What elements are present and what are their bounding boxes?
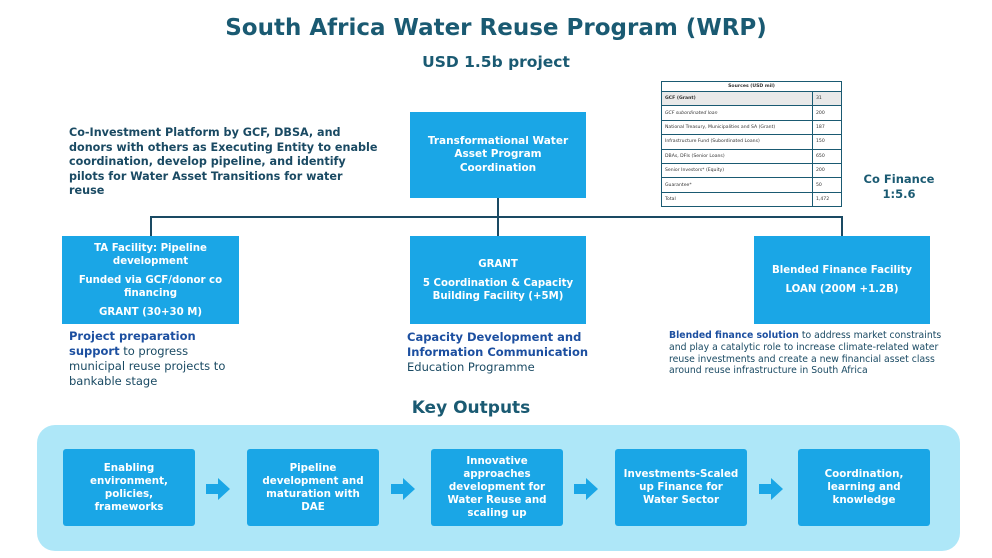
table-cell-value: 200 — [812, 105, 842, 121]
sources-table-header: Sources (USD mil) — [661, 81, 842, 92]
grant-facility-description: 5 Coordination & Capacity Building Facil… — [422, 277, 574, 302]
table-cell-label: Infrastructure Fund (Subordinated Loans) — [661, 134, 813, 150]
table-cell-label: Senior Investors* (Equity) — [661, 162, 813, 179]
blended-finance-caption: Blended finance solution to address mark… — [669, 330, 949, 377]
connector-horizontal — [150, 216, 842, 218]
ta-facility-grant: GRANT (30+30 M) — [99, 306, 202, 318]
arrow-right-icon — [206, 478, 230, 500]
output-label: Innovative approaches development for Wa… — [447, 455, 547, 519]
platform-description: Co-Investment Platform by GCF, DBSA, and… — [69, 126, 378, 197]
table-cell-label: Total — [661, 191, 813, 208]
table-cell-value: 31 — [812, 90, 842, 107]
ta-facility-caption: Project preparation support to progress … — [69, 329, 239, 389]
co-finance-ratio: Co Finance 1:5.6 — [858, 172, 940, 202]
blended-finance-loan: LOAN (200M +1.2B) — [785, 284, 899, 295]
co-finance-label: Co Finance — [863, 172, 935, 186]
ta-facility-funding: Funded via GCF/donor co financing — [78, 274, 223, 299]
page-subtitle: USD 1.5b project — [422, 53, 570, 71]
ta-facility-title: TA Facility: Pipeline development — [94, 242, 207, 267]
output-box-innovative: Innovative approaches development for Wa… — [431, 449, 563, 526]
ta-caption-rest: to progress municipal reuse projects to … — [69, 344, 226, 388]
table-row: Infrastructure Fund (Subordinated Loans)… — [661, 134, 842, 150]
table-cell-label: GCF subordinated loan — [661, 105, 813, 121]
table-row: Senior Investors* (Equity)200 — [661, 162, 842, 179]
key-outputs-title: Key Outputs — [411, 398, 531, 418]
blend-caption-rest: to address market constraints and play a… — [669, 330, 942, 377]
table-cell-label: National Treasury, Municipalities and SA… — [661, 119, 813, 136]
output-label: Coordination, learning and knowledge — [824, 468, 904, 506]
table-cell-label: Guarantee* — [661, 177, 813, 193]
table-cell-label: GCF (Grant) — [661, 90, 813, 107]
blended-finance-box: Blended Finance Facility LOAN (200M +1.2… — [754, 236, 930, 324]
table-cell-value: 150 — [812, 134, 842, 150]
output-label: Enabling environment, policies, framewor… — [90, 461, 168, 513]
table-cell-value: 200 — [812, 162, 842, 179]
ta-caption-bold: Project preparation support — [69, 329, 196, 358]
ta-facility-box: TA Facility: Pipeline development Funded… — [62, 236, 239, 324]
blended-finance-title: Blended Finance Facility — [771, 265, 913, 276]
output-box-pipeline: Pipeline development and maturation with… — [247, 449, 379, 526]
page-title: South Africa Water Reuse Program (WRP) — [225, 15, 767, 41]
program-coordination-box: Transformational Water Asset Program Coo… — [410, 112, 586, 198]
table-cell-value: 650 — [812, 148, 842, 164]
arrow-right-icon — [759, 478, 783, 500]
connector-right — [841, 216, 843, 236]
table-row: DBAs, DFIs (Senior Loans)650 — [661, 148, 842, 164]
grant-facility-caption: Capacity Development and Information Com… — [407, 330, 607, 375]
table-row: Guarantee*50 — [661, 177, 842, 193]
output-label: Investments-Scaled up Finance for Water … — [623, 468, 739, 506]
grant-caption-bold: Capacity Development and Information Com… — [407, 330, 589, 359]
arrow-right-icon — [574, 478, 598, 500]
table-cell-value: 1,472 — [812, 191, 842, 208]
grant-facility-title: GRANT — [478, 258, 518, 270]
table-cell-value: 187 — [812, 119, 842, 136]
blend-caption-bold: Blended finance solution — [669, 330, 799, 341]
output-box-coordination: Coordination, learning and knowledge — [798, 449, 930, 526]
table-row: GCF (Grant)31 — [661, 90, 842, 107]
sources-table: Sources (USD mil) GCF (Grant)31 GCF subo… — [661, 81, 842, 208]
output-label: Pipeline development and maturation with… — [262, 461, 364, 513]
connector-left — [150, 216, 152, 236]
grant-caption-rest: Education Programme — [407, 360, 535, 374]
table-cell-value: 50 — [812, 177, 842, 193]
output-box-investments: Investments-Scaled up Finance for Water … — [615, 449, 747, 526]
table-row: National Treasury, Municipalities and SA… — [661, 119, 842, 136]
arrow-right-icon — [391, 478, 415, 500]
table-cell-label: DBAs, DFIs (Senior Loans) — [661, 148, 813, 164]
grant-facility-box: GRANT 5 Coordination & Capacity Building… — [410, 236, 586, 324]
output-box-enabling: Enabling environment, policies, framewor… — [63, 449, 195, 526]
program-coordination-label: Transformational Water Asset Program Coo… — [427, 134, 569, 174]
co-finance-value: 1:5.6 — [882, 187, 916, 201]
